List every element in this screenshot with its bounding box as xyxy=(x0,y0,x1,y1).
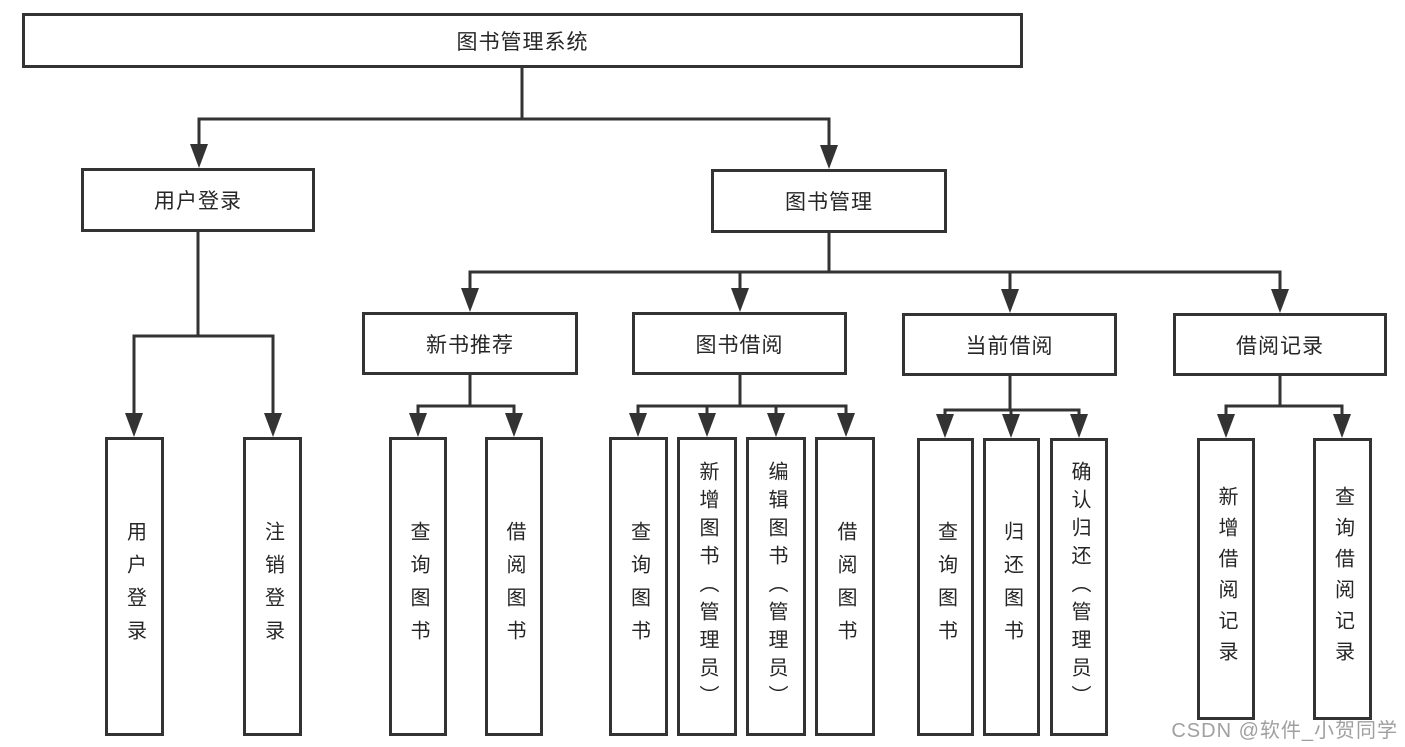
leaf-add-borrow-record: 新增借阅记录 xyxy=(1197,438,1255,720)
node-label: 注销登录 xyxy=(261,520,284,653)
node-current-borrow: 当前借阅 xyxy=(902,313,1117,376)
leaf-user-login: 用户登录 xyxy=(105,437,164,736)
node-user-login: 用户登录 xyxy=(81,168,315,232)
leaf-return-books: 归还图书 xyxy=(983,438,1040,736)
leaf-query-borrow-record: 查询借阅记录 xyxy=(1313,438,1372,720)
node-label: 新增图书（管理员） xyxy=(696,460,718,713)
connector-records-to-leaves xyxy=(1217,376,1351,438)
leaf-add-books-admin: 新增图书（管理员） xyxy=(677,437,737,736)
node-label: 查询借阅记录 xyxy=(1331,486,1354,672)
connector-borrow-to-leaves xyxy=(629,375,855,437)
leaf-edit-books-admin: 编辑图书（管理员） xyxy=(746,437,806,736)
node-new-book-recommend: 新书推荐 xyxy=(362,312,578,375)
leaf-logout: 注销登录 xyxy=(243,437,302,736)
leaf-query-books-borrow: 查询图书 xyxy=(609,437,668,736)
node-label: 用户登录 xyxy=(154,190,242,213)
node-label: 图书管理 xyxy=(785,191,873,214)
node-book-borrow: 图书借阅 xyxy=(632,312,847,375)
node-label: 用户登录 xyxy=(123,520,146,653)
leaf-borrow-books: 借阅图书 xyxy=(815,437,875,736)
node-label: 归还图书 xyxy=(1000,521,1023,653)
node-label: 借阅图书 xyxy=(503,520,525,653)
node-label: 编辑图书（管理员） xyxy=(765,460,787,713)
node-label: 查询图书 xyxy=(407,520,429,653)
node-book-management: 图书管理 xyxy=(711,169,947,233)
node-label: 确认归还（管理员） xyxy=(1068,461,1090,713)
node-label: 新增借阅记录 xyxy=(1215,486,1237,672)
node-label: 查询图书 xyxy=(627,520,650,653)
node-label: 图书管理系统 xyxy=(456,30,589,54)
node-label: 新书推荐 xyxy=(426,333,514,357)
csdn-watermark: CSDN @软件_小贺同学 xyxy=(1171,720,1398,742)
node-label: 借阅图书 xyxy=(834,520,856,653)
node-root-library-system: 图书管理系统 xyxy=(22,13,1023,68)
leaf-borrow-books-recommend: 借阅图书 xyxy=(485,437,543,736)
leaf-confirm-return-admin: 确认归还（管理员） xyxy=(1050,438,1108,736)
node-label: 查询图书 xyxy=(934,521,957,653)
leaf-query-books-current: 查询图书 xyxy=(917,438,974,736)
connector-userlogin-to-leaves xyxy=(125,232,282,437)
node-borrow-records: 借阅记录 xyxy=(1173,313,1387,376)
node-label: 借阅记录 xyxy=(1236,334,1324,358)
connector-root-to-level2 xyxy=(190,66,838,169)
node-label: 当前借阅 xyxy=(965,334,1054,358)
leaf-query-books-recommend: 查询图书 xyxy=(389,437,447,736)
connector-bookmgmt-to-level3 xyxy=(461,233,1289,313)
node-label: 图书借阅 xyxy=(695,333,784,357)
connector-current-to-leaves xyxy=(936,376,1088,438)
connector-newbooks-to-leaves xyxy=(409,375,523,437)
